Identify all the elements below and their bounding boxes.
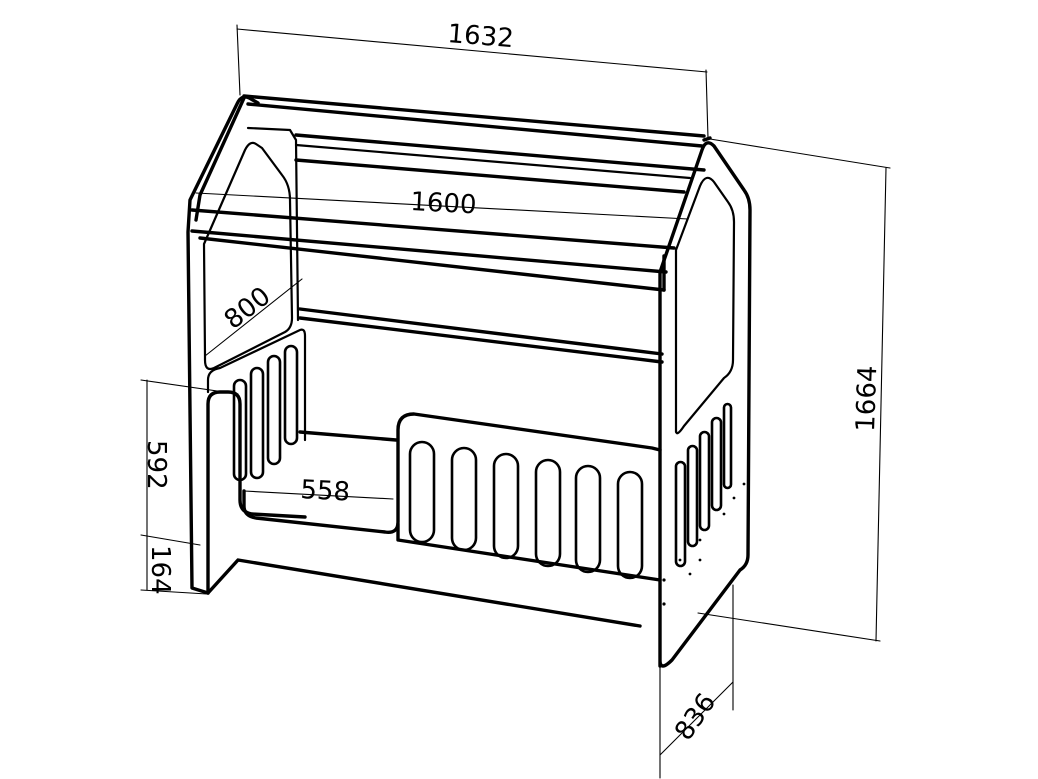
dimension-lines <box>140 24 891 779</box>
dim-opening: 558 <box>300 475 351 508</box>
dim-total-length: 1632 <box>446 19 514 54</box>
ridge-rail <box>242 94 706 194</box>
right-end-panel <box>658 136 752 668</box>
back-rail <box>298 307 664 442</box>
dim-inner-width: 800 <box>219 281 277 335</box>
front-top-rail <box>190 208 676 292</box>
dim-total-height: 1664 <box>851 365 883 432</box>
dim-leg-height: 164 <box>145 545 175 595</box>
dim-rail-height: 592 <box>141 440 171 490</box>
dim-inner-length: 1600 <box>410 187 478 220</box>
dimension-texts: 1632 1600 800 1664 592 558 164 836 <box>141 19 883 746</box>
front-rail <box>206 412 662 628</box>
left-end-panel <box>186 95 307 595</box>
